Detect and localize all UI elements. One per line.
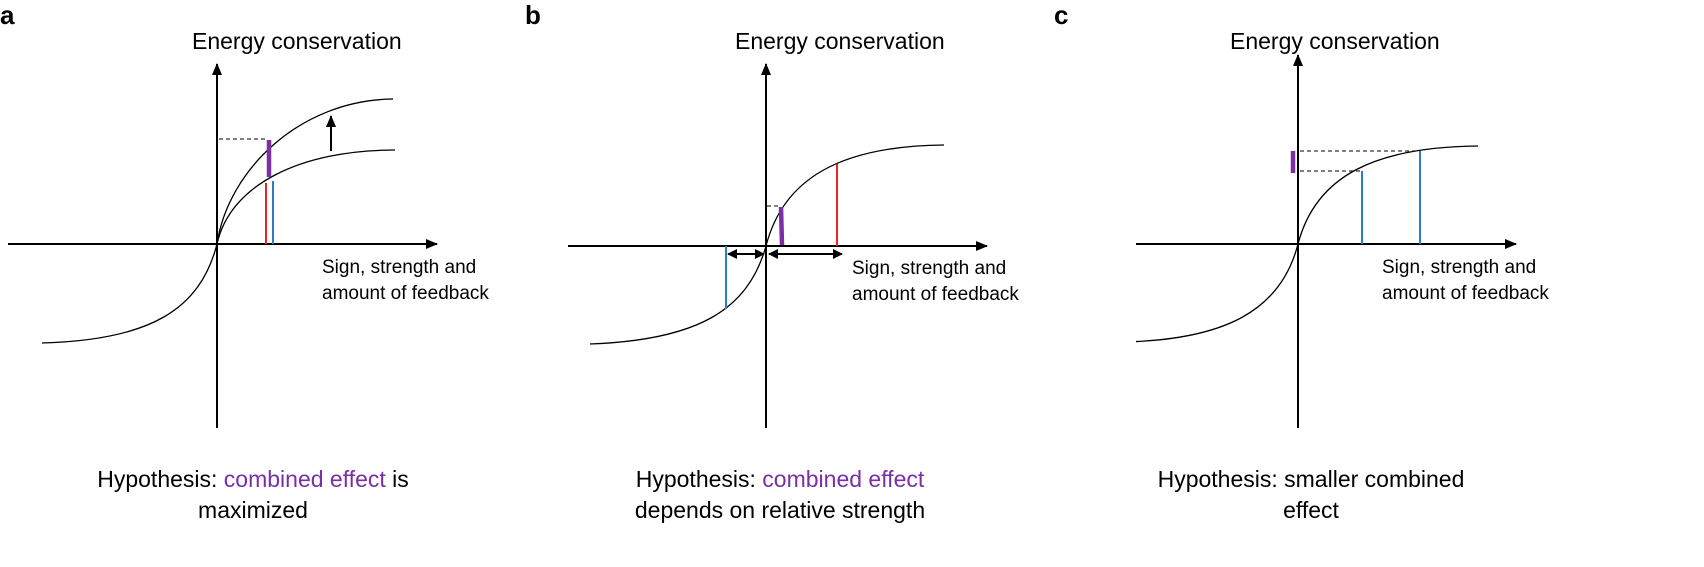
caption-prefix: Hypothesis: <box>97 466 224 492</box>
caption-highlight: combined effect <box>762 466 925 492</box>
caption-line2: maximized <box>198 497 308 523</box>
panel-a: a Energy conservation Sign, strength and… <box>0 0 568 567</box>
caption: Hypothesis: combined effect depends on r… <box>540 464 1020 526</box>
caption-prefix: Hypothesis: <box>635 466 763 492</box>
x-axis-label-line2: amount of feedback <box>1382 283 1549 304</box>
y-axis-label: Energy conservation <box>192 28 402 54</box>
y-axis-label: Energy conservation <box>735 28 945 54</box>
x-axis-label: Sign, strength and amount of feedback <box>322 255 542 307</box>
x-axis-label: Sign, strength and amount of feedback <box>852 256 1072 308</box>
panel-c-diagram <box>1136 54 1517 428</box>
panel-a-diagram <box>8 63 438 428</box>
panel-label: a <box>0 0 15 30</box>
caption: Hypothesis: combined effect is maximized <box>13 464 493 526</box>
panel-label: c <box>1054 0 1069 30</box>
x-axis-label: Sign, strength and amount of feedback <box>1382 255 1602 307</box>
panel-c: c Energy conservation Sign, strength and… <box>1054 0 1704 567</box>
lower-curve <box>216 149 396 245</box>
curve <box>1136 145 1479 343</box>
panel-b: b Energy conservation Sign, strength and… <box>525 0 1136 567</box>
x-axis-label-line2: amount of feedback <box>322 283 489 304</box>
combined-effect-bar <box>778 206 785 246</box>
caption-suffix: is <box>385 466 409 492</box>
lower-curve-left <box>41 243 218 344</box>
x-axis-label-line1: Sign, strength and <box>322 257 477 278</box>
panel-label: b <box>525 0 541 30</box>
caption-line2: effect <box>1283 497 1339 523</box>
caption: Hypothesis: smaller combined effect <box>1071 464 1551 526</box>
x-axis-label-line1: Sign, strength and <box>1382 257 1537 278</box>
caption-line2: depends on relative strength <box>634 497 926 523</box>
curve <box>589 144 945 345</box>
caption-highlight: combined effect <box>223 466 386 492</box>
panel-b-diagram <box>568 63 988 428</box>
x-axis-label-line2: amount of feedback <box>852 284 1019 305</box>
caption-prefix: Hypothesis: smaller combined <box>1157 466 1465 492</box>
x-axis-label-line1: Sign, strength and <box>852 258 1007 279</box>
y-axis-label: Energy conservation <box>1230 28 1440 54</box>
upper-curve <box>216 98 394 245</box>
